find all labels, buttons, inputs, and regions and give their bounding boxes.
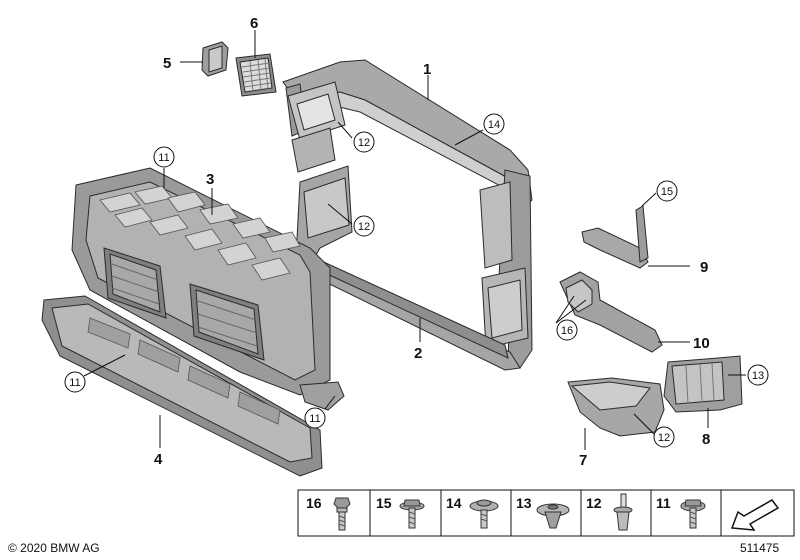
direction-arrow-icon <box>730 499 780 531</box>
label-2: 2 <box>414 345 422 362</box>
part-4-air-guide <box>41 295 323 477</box>
callout-11-top: 11 <box>153 146 175 168</box>
callout-14: 14 <box>483 113 505 135</box>
callout-11-left-text: 11 <box>69 377 80 389</box>
part-6-vent-grille <box>235 53 277 97</box>
callout-16: 16 <box>556 319 578 341</box>
callout-13: 13 <box>747 364 769 386</box>
label-6: 6 <box>250 15 258 32</box>
fastener-cell-12: 12 <box>586 493 633 531</box>
fastener-cell-13: 13 <box>516 495 570 529</box>
label-8: 8 <box>702 431 710 448</box>
bolt-icon <box>333 497 351 531</box>
callout-15-text: 15 <box>661 186 673 198</box>
part-5-cap <box>201 41 229 77</box>
part-1-frame-side <box>479 169 533 369</box>
label-5: 5 <box>163 55 171 72</box>
callout-12-middle: 12 <box>353 215 375 237</box>
fastener-label-11: 11 <box>656 495 671 511</box>
leader-lines <box>83 30 746 450</box>
callout-11-right-text: 11 <box>309 413 320 425</box>
part-10-bracket <box>559 271 663 353</box>
fastener-label-12: 12 <box>586 495 602 511</box>
fastener-cell-15: 15 <box>376 495 425 529</box>
label-3: 3 <box>206 171 214 188</box>
callout-12-upper: 12 <box>353 131 375 153</box>
push-rivet-icon <box>613 493 633 531</box>
document-number: 511475 <box>740 541 780 555</box>
fastener-label-13: 13 <box>516 495 532 511</box>
part-3-shutter-frame <box>71 167 345 411</box>
fastener-label-15: 15 <box>376 495 392 511</box>
callout-11-right: 11 <box>304 407 326 429</box>
part-8-air-duct <box>663 355 743 413</box>
callout-16-text: 16 <box>561 325 573 337</box>
callout-12-lower-text: 12 <box>658 432 670 444</box>
callout-12-middle-text: 12 <box>358 221 370 233</box>
callout-15: 15 <box>656 180 678 202</box>
callout-14-text: 14 <box>488 119 500 131</box>
callout-12-upper-text: 12 <box>358 137 370 149</box>
part-9-bracket <box>581 205 649 269</box>
fastener-cell-11: 11 <box>656 495 706 529</box>
label-10: 10 <box>693 335 710 352</box>
label-9: 9 <box>700 259 708 276</box>
clip-nut-icon <box>536 503 570 529</box>
callout-11-top-text: 11 <box>158 152 169 164</box>
fastener-cell-14: 14 <box>446 495 499 529</box>
copyright-text: © 2020 BMW AG <box>8 541 100 555</box>
label-7: 7 <box>579 452 587 469</box>
fastener-table: 16 15 14 <box>297 489 795 537</box>
screw-icon <box>680 499 706 529</box>
callout-11-left: 11 <box>64 371 86 393</box>
fastener-label-14: 14 <box>446 495 462 511</box>
flange-screw-icon <box>469 499 499 529</box>
label-1: 1 <box>423 61 431 78</box>
washer-screw-icon <box>399 499 425 529</box>
fastener-cell-16: 16 <box>306 495 351 531</box>
part-2-frame-lower <box>295 165 521 371</box>
label-4: 4 <box>154 451 163 468</box>
part-1-frame-upper <box>282 59 533 211</box>
callout-12-lower: 12 <box>653 426 675 448</box>
callout-13-text: 13 <box>752 370 764 382</box>
fastener-label-16: 16 <box>306 495 322 511</box>
part-7-air-duct <box>567 377 665 437</box>
